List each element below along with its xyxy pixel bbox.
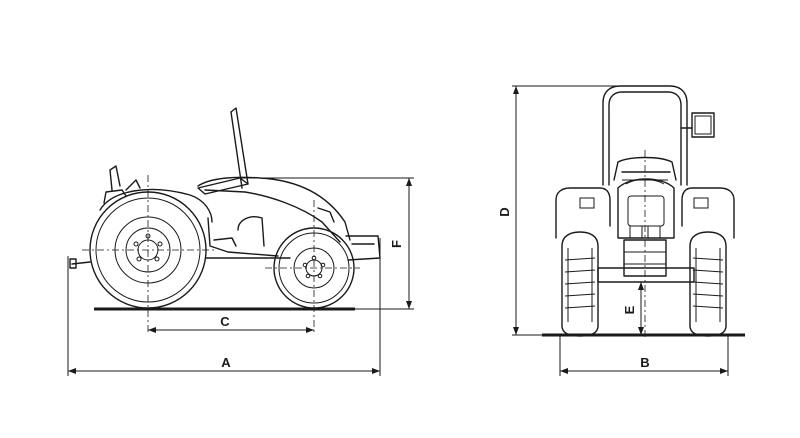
- dimension-label-e: E: [622, 305, 637, 314]
- dimension-label-a: A: [221, 355, 231, 370]
- dimension-c: C: [148, 314, 314, 333]
- dimension-a: A: [67, 238, 381, 376]
- dimension-label-c: C: [220, 314, 230, 329]
- dimension-label-b: B: [640, 355, 649, 370]
- dimension-b: B: [559, 336, 729, 376]
- dimension-label-d: D: [497, 207, 512, 216]
- dimension-f: F: [240, 177, 414, 310]
- dimension-d: D: [497, 85, 620, 336]
- tractor-front-view: [542, 85, 745, 340]
- tractor-body: [69, 107, 381, 269]
- tractor-side-view: [69, 107, 381, 332]
- dimension-e: E: [622, 282, 644, 335]
- dimension-label-f: F: [389, 240, 404, 248]
